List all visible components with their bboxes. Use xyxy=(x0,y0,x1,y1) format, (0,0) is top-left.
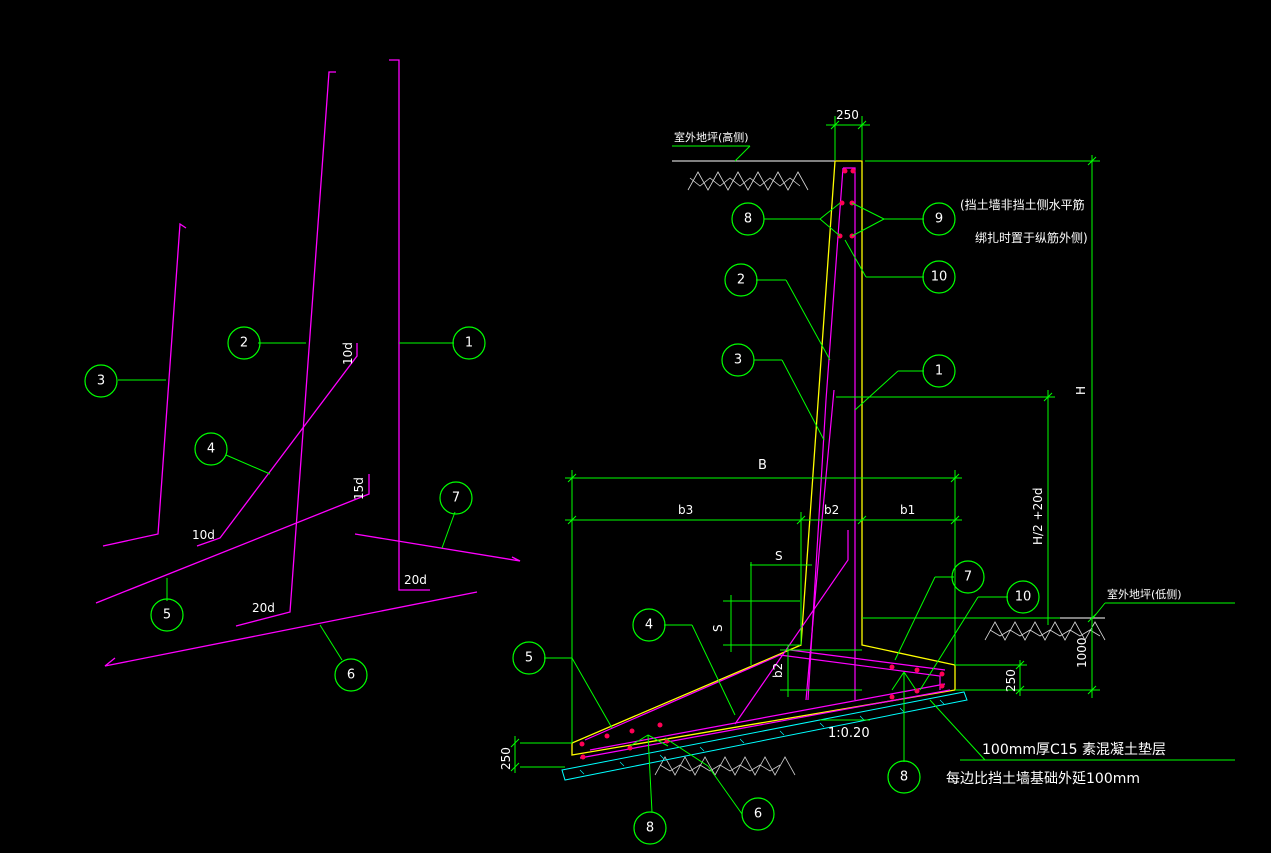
left-bubbles xyxy=(84,326,486,692)
rebar-1 xyxy=(389,59,430,591)
section-rebar-1 xyxy=(843,167,856,700)
section-rebar-8 xyxy=(589,683,946,751)
rebar-2 xyxy=(235,71,336,627)
section-bubble-6: 6 xyxy=(754,807,762,822)
ground-low-label: 室外地坪(低侧) xyxy=(1107,587,1182,601)
dim-1000-label: 1000 xyxy=(1075,637,1089,668)
bubble-1-label: 1 xyxy=(465,336,473,351)
section-bubble-8-bottom-right: 8 xyxy=(900,770,908,785)
bubble-4-label: 4 xyxy=(207,442,215,457)
dimension-lines xyxy=(510,116,1235,773)
section-bubble-3: 3 xyxy=(734,353,742,368)
dim-top-250: 250 xyxy=(836,108,859,122)
left-bubble-labels: 3 2 1 4 5 6 7 xyxy=(97,336,473,683)
dim-250-left-label: 250 xyxy=(499,747,513,770)
section-bubble-8-top: 8 xyxy=(744,212,752,227)
section-bubble-10-top: 10 xyxy=(931,270,948,285)
section-bubble-9: 9 xyxy=(935,212,943,227)
section-rebar-6 xyxy=(579,689,951,759)
label-20d-rebar2: 20d xyxy=(252,601,275,615)
section-bubble-labels: 8 9 10 2 3 1 4 5 6 8 7 10 8 xyxy=(525,212,1031,836)
section-bubble-10-bottom: 10 xyxy=(1015,590,1032,605)
dim-H-label: H xyxy=(1074,386,1088,395)
bubble-5-label: 5 xyxy=(163,608,171,623)
bubble-3-label: 3 xyxy=(97,374,105,389)
bubble-6-label: 6 xyxy=(347,668,355,683)
ground-high-side xyxy=(672,160,835,191)
note-line-1: (挡土墙非挡土侧水平筋 xyxy=(960,197,1085,212)
dim-B-label: B xyxy=(758,458,767,473)
bed-note-2: 每边比挡土墙基础外延100mm xyxy=(946,770,1140,787)
label-10d-vertical: 10d xyxy=(341,342,355,365)
dim-250-right-label: 250 xyxy=(1004,669,1018,692)
rebar-4 xyxy=(196,343,358,547)
rebar-6 xyxy=(104,591,478,667)
rebar-3 xyxy=(102,222,187,547)
rebar-5 xyxy=(95,474,370,604)
section-rebar-4 xyxy=(734,530,849,725)
note-line-2: 绑扎时置于纵筋外侧) xyxy=(975,230,1088,245)
label-10d-bottom: 10d xyxy=(192,528,215,542)
section-bubble-5: 5 xyxy=(525,651,533,666)
section-bubble-7: 7 xyxy=(964,570,972,585)
ground-low-side xyxy=(862,617,1106,641)
section-texts: 250 室外地坪(高侧) 室外地坪(低侧) (挡土墙非挡土侧水平筋 绑扎时置于纵… xyxy=(499,108,1182,787)
dim-S-vertical: S xyxy=(711,624,725,632)
rebar-detail-group xyxy=(95,59,521,667)
dim-b3-label: b3 xyxy=(678,503,693,517)
rebar-7 xyxy=(354,533,521,562)
slope-label: 1:0.20 xyxy=(828,726,870,741)
label-15d-vertical: 15d xyxy=(352,477,366,500)
dim-b2-label: b2 xyxy=(824,503,839,517)
bubble-7-label: 7 xyxy=(452,491,460,506)
section-bubble-8-bottom-left: 8 xyxy=(646,821,654,836)
bed-note-1: 100mm厚C15 素混凝土垫层 xyxy=(982,742,1166,758)
section-bubble-2: 2 xyxy=(737,273,745,288)
section-leaders xyxy=(544,202,1008,815)
section-rebar-2 xyxy=(807,167,844,701)
soil-under-foundation xyxy=(654,756,796,776)
dim-S-horizontal: S xyxy=(775,549,783,563)
dim-H2-20d-label: H/2 +20d xyxy=(1031,488,1045,545)
wall-concrete-outline xyxy=(571,160,956,756)
section-bubble-1: 1 xyxy=(935,364,943,379)
section-rebar-7 xyxy=(789,649,946,671)
concrete-bed xyxy=(561,691,968,781)
label-20d-rebar1: 20d xyxy=(404,573,427,587)
dim-b1-label: b1 xyxy=(900,503,915,517)
section-bubbles xyxy=(512,202,1040,845)
section-rebar-5 xyxy=(584,654,941,741)
bubble-2-label: 2 xyxy=(240,336,248,351)
dim-b2-vertical: b2 xyxy=(771,663,785,678)
ground-high-label: 室外地坪(高侧) xyxy=(674,130,749,144)
section-bubble-4: 4 xyxy=(645,618,653,633)
rebar-length-labels: 10d 10d 15d 20d 20d xyxy=(192,342,427,615)
left-leaders xyxy=(118,342,456,661)
